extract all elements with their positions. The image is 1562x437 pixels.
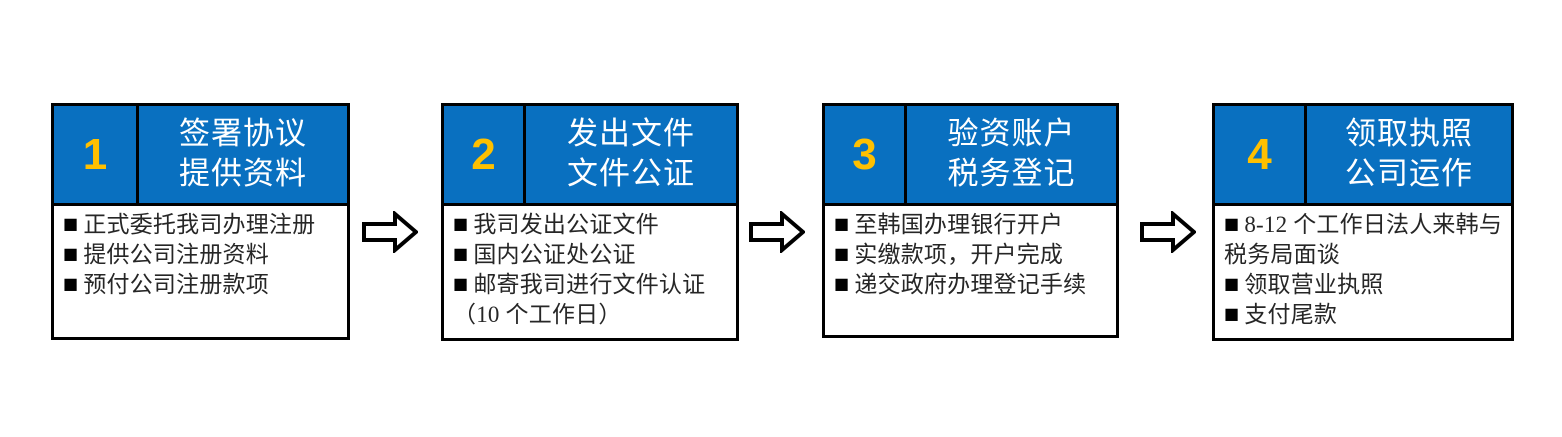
bullet-square-icon: ■ xyxy=(1224,303,1240,323)
bullet-square-icon: ■ xyxy=(453,214,469,233)
step-3-number: 3 xyxy=(852,129,877,179)
bullet-square-icon: ■ xyxy=(63,214,79,233)
step-1-body: ■正式委托我司办理注册 ■提供公司注册资料 ■预付公司注册款项 xyxy=(54,206,347,337)
bullet-square-icon: ■ xyxy=(1224,214,1240,233)
step-4-bullet-1: ■8-12 个工作日法人来韩与税务局面谈 xyxy=(1224,210,1503,270)
right-arrow-icon-1 xyxy=(362,211,418,253)
step-4-bullet-2: ■领取营业执照 xyxy=(1224,270,1503,300)
step-3-title-cell: 验资账户 税务登记 xyxy=(907,106,1116,203)
step-2-bullet-2-text: 国内公证处公证 xyxy=(473,241,636,267)
step-4-bullet-2-text: 领取营业执照 xyxy=(1244,271,1384,297)
bullet-square-icon: ■ xyxy=(63,273,79,293)
step-2-bullet-2: ■国内公证处公证 xyxy=(453,240,728,270)
step-4-title-cell: 领取执照 公司运作 xyxy=(1307,106,1511,203)
step-2-number-cell: 2 xyxy=(444,106,526,203)
step-1-bullet-3: ■预付公司注册款项 xyxy=(63,270,339,300)
step-3-number-cell: 3 xyxy=(825,106,907,203)
step-4-title-line-1: 领取执照 xyxy=(1345,115,1473,151)
step-3-bullet-2-text: 实缴款项，开户完成 xyxy=(854,241,1064,267)
process-step-4: 4 领取执照 公司运作 ■8-12 个工作日法人来韩与税务局面谈 ■领取营业执照… xyxy=(1212,103,1514,341)
bullet-square-icon: ■ xyxy=(834,273,850,293)
step-3-bullet-3-text: 递交政府办理登记手续 xyxy=(854,271,1087,297)
step-4-body: ■8-12 个工作日法人来韩与税务局面谈 ■领取营业执照 ■支付尾款 xyxy=(1215,206,1511,338)
process-step-3: 3 验资账户 税务登记 ■至韩国办理银行开户 ■实缴款项，开户完成 ■递交政府办… xyxy=(822,103,1119,338)
bullet-square-icon: ■ xyxy=(453,273,469,293)
bullet-square-icon: ■ xyxy=(834,214,850,233)
step-1-title-line-1: 签署协议 xyxy=(179,115,307,151)
step-1-bullet-2: ■提供公司注册资料 xyxy=(63,240,339,270)
step-2-title-cell: 发出文件 文件公证 xyxy=(526,106,736,203)
step-3-title-line-2: 税务登记 xyxy=(947,155,1076,191)
step-1-bullet-1: ■正式委托我司办理注册 xyxy=(63,210,339,240)
bullet-square-icon: ■ xyxy=(63,243,79,263)
step-1-number: 1 xyxy=(82,129,108,179)
step-2-header: 2 发出文件 文件公证 xyxy=(444,106,736,206)
step-1-bullet-1-text: 正式委托我司办理注册 xyxy=(83,212,316,237)
step-2-title-line-2: 文件公证 xyxy=(567,155,695,191)
step-4-header: 4 领取执照 公司运作 xyxy=(1215,106,1511,206)
right-arrow-icon-3 xyxy=(1140,211,1196,253)
step-3-header: 3 验资账户 税务登记 xyxy=(825,106,1116,206)
process-step-2: 2 发出文件 文件公证 ■我司发出公证文件 ■国内公证处公证 ■邮寄我司进行文件… xyxy=(441,103,739,341)
bullet-square-icon: ■ xyxy=(834,243,850,263)
step-4-number: 4 xyxy=(1247,129,1272,179)
step-2-body: ■我司发出公证文件 ■国内公证处公证 ■邮寄我司进行文件认证（10 个工作日） xyxy=(444,206,736,338)
step-2-bullet-3: ■邮寄我司进行文件认证（10 个工作日） xyxy=(453,270,728,330)
step-2-bullet-3-text: 邮寄我司进行文件认证（10 个工作日） xyxy=(453,271,706,327)
step-3-title-line-1: 验资账户 xyxy=(947,115,1076,151)
step-1-title-line-2: 提供资料 xyxy=(179,155,307,191)
step-2-number: 2 xyxy=(471,129,496,179)
step-1-header: 1 签署协议 提供资料 xyxy=(54,106,347,206)
right-arrow-icon-2 xyxy=(749,211,805,253)
step-1-number-cell: 1 xyxy=(54,106,139,203)
step-3-bullet-2: ■实缴款项，开户完成 xyxy=(834,240,1108,270)
step-3-body: ■至韩国办理银行开户 ■实缴款项，开户完成 ■递交政府办理登记手续 xyxy=(825,206,1116,335)
bullet-square-icon: ■ xyxy=(453,243,469,263)
step-4-number-cell: 4 xyxy=(1215,106,1307,203)
step-3-bullet-3: ■递交政府办理登记手续 xyxy=(834,270,1108,300)
step-2-bullet-1-text: 我司发出公证文件 xyxy=(473,212,659,237)
step-4-bullet-3-text: 支付尾款 xyxy=(1244,301,1338,327)
bullet-square-icon: ■ xyxy=(1224,273,1240,293)
step-2-bullet-1: ■我司发出公证文件 xyxy=(453,210,728,240)
step-4-title-line-2: 公司运作 xyxy=(1345,155,1473,191)
step-3-bullet-1-text: 至韩国办理银行开户 xyxy=(854,212,1064,237)
process-step-1: 1 签署协议 提供资料 ■正式委托我司办理注册 ■提供公司注册资料 ■预付公司注… xyxy=(51,103,350,340)
step-1-bullet-3-text: 预付公司注册款项 xyxy=(83,271,269,297)
step-1-title-cell: 签署协议 提供资料 xyxy=(139,106,347,203)
step-4-bullet-3: ■支付尾款 xyxy=(1224,300,1503,330)
step-2-title-line-1: 发出文件 xyxy=(567,115,695,151)
step-1-bullet-2-text: 提供公司注册资料 xyxy=(83,241,269,267)
step-3-bullet-1: ■至韩国办理银行开户 xyxy=(834,210,1108,240)
step-4-bullet-1-text: 8-12 个工作日法人来韩与税务局面谈 xyxy=(1224,212,1503,267)
